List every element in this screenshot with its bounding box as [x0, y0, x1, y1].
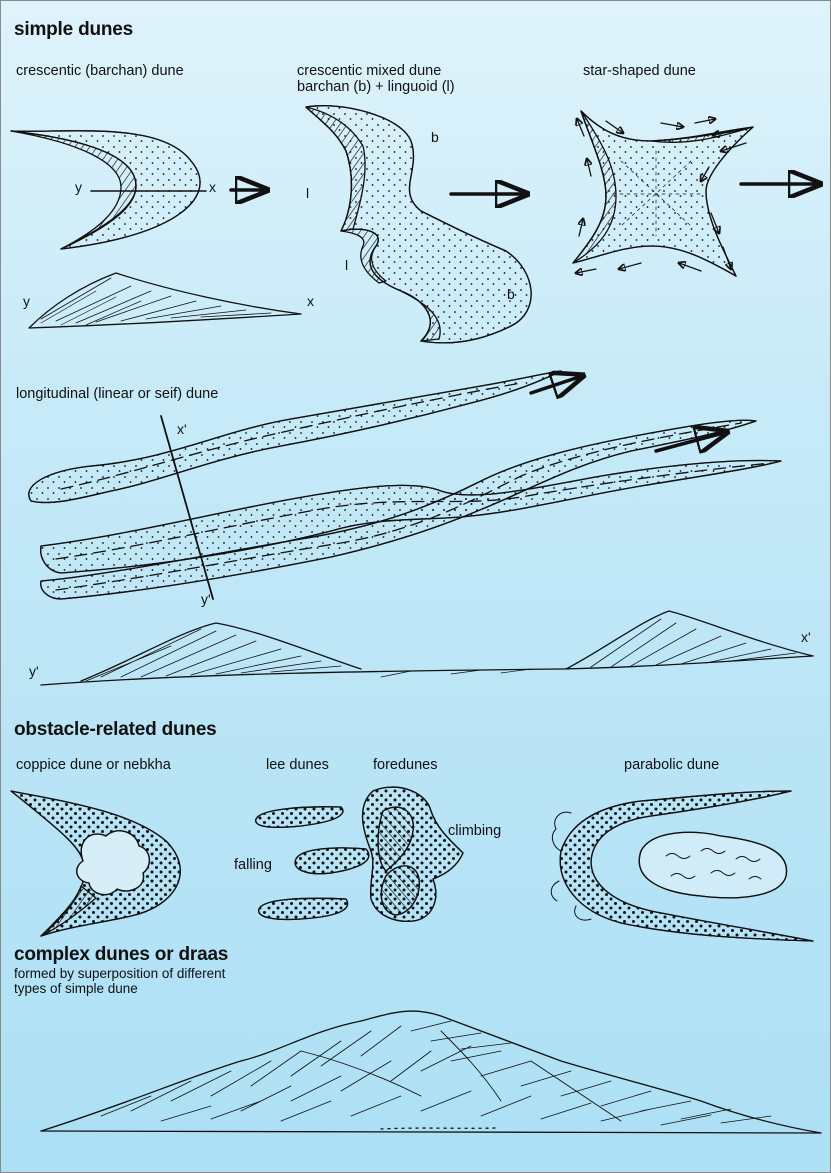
- barchan-dune-profile: [29, 273, 301, 328]
- complex-dune-profile: [41, 1011, 821, 1133]
- mixed-dune-plan: [306, 106, 531, 343]
- longitudinal-dune-profile: [41, 611, 813, 685]
- star-dune-plan: [573, 111, 816, 276]
- lee-and-foredunes: [256, 787, 463, 921]
- longitudinal-dune-plan: [29, 371, 781, 599]
- coppice-dune-plan: [11, 791, 180, 936]
- parabolic-dune-plan: [551, 791, 813, 941]
- barchan-dune-plan: [11, 131, 263, 249]
